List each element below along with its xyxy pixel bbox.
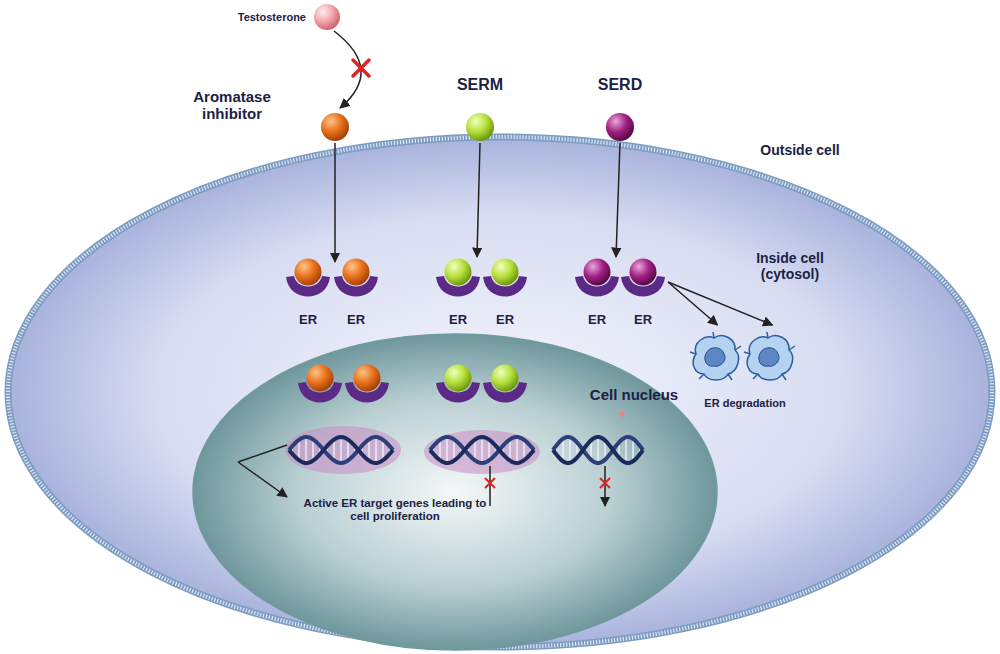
binding-glow xyxy=(424,430,540,474)
degradation-icon: ER degradation xyxy=(690,326,800,392)
dna-helix xyxy=(289,437,643,463)
ball-shape xyxy=(313,3,341,31)
node-label: ER degradation xyxy=(704,397,785,410)
free-label: Outside cell xyxy=(760,142,839,158)
cell-nucleus: Cell nucleus xyxy=(193,334,717,650)
node-label: SERM xyxy=(457,76,503,94)
receptor-shape xyxy=(482,258,528,302)
receptor-shape xyxy=(285,258,331,302)
drug-ball: SERM xyxy=(465,112,495,142)
node-label: Cell nucleus xyxy=(590,386,678,403)
nucleus-body xyxy=(193,334,717,650)
free-label: Active ER target genes leading to cell p… xyxy=(300,497,490,523)
node-label: ER xyxy=(496,313,514,328)
connector-arrow xyxy=(668,282,718,325)
node-label: ER xyxy=(449,313,467,328)
receptor-shape xyxy=(333,258,379,302)
connector-arrow xyxy=(668,282,773,325)
cell-body: ERERERERERER ER degradation xyxy=(5,134,995,650)
free-label: Aromatase inhibitor xyxy=(182,88,282,123)
node-label: ER xyxy=(347,313,365,328)
degradation-cells xyxy=(690,326,800,392)
degraded-cell xyxy=(690,332,741,380)
receptor: ER xyxy=(574,258,620,302)
connector-arrow xyxy=(477,143,480,257)
node-label: Testosterone xyxy=(238,11,306,24)
activation-arrows xyxy=(238,445,287,497)
node-label: SERD xyxy=(598,76,642,94)
blocked-transcription xyxy=(485,466,610,506)
binding-arrow xyxy=(334,143,336,262)
receptor: ER xyxy=(435,258,481,302)
receptor-shape xyxy=(620,258,666,302)
estrogen-ball xyxy=(321,113,349,141)
receptor-shape xyxy=(435,258,481,302)
node-label: ER xyxy=(634,313,652,328)
connector-arrow xyxy=(616,143,620,257)
receptor: ER xyxy=(333,258,379,302)
node-label: Inside cell (cytosol) xyxy=(735,250,845,282)
node-label: ER xyxy=(588,313,606,328)
block-mark xyxy=(353,60,369,76)
receptor: ER xyxy=(285,258,331,302)
nucleus-outline xyxy=(193,334,717,650)
receptor: ER xyxy=(620,258,666,302)
ball-shape xyxy=(465,112,495,142)
receptor-dimer xyxy=(298,365,527,403)
spark-mark xyxy=(617,409,627,419)
receptor: ER xyxy=(482,258,528,302)
node-label: ER xyxy=(299,313,317,328)
receptor-shape xyxy=(574,258,620,302)
ball-shape xyxy=(605,112,635,142)
binding-glow xyxy=(285,426,401,474)
degraded-cell xyxy=(744,332,795,380)
hormone-ball: Testosterone xyxy=(313,3,341,31)
drug-ball: SERD xyxy=(605,112,635,142)
